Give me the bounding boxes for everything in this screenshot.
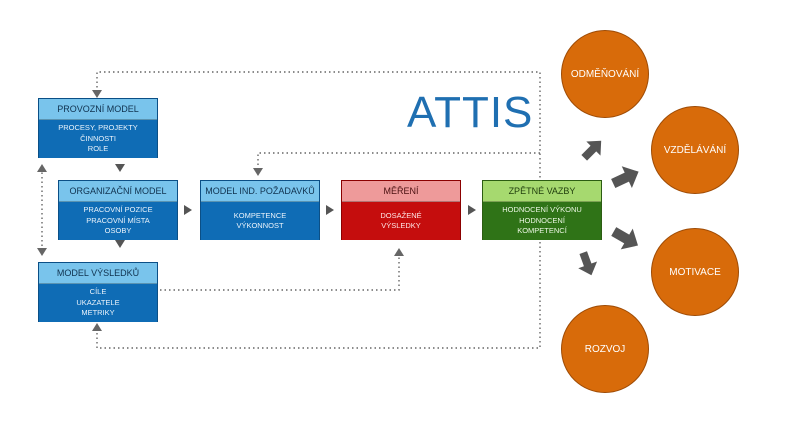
diagram-title: ATTIS — [407, 88, 534, 137]
box-line: HODNOCENÍ — [519, 215, 565, 225]
box-model-pozadavku: MODEL IND. POŽADAVKŮ KOMPETENCE VÝKONNOS… — [200, 180, 320, 240]
box-line: ROLE — [87, 144, 109, 154]
box-provozni-model: PROVOZNÍ MODEL PROCESY, PROJEKTY ČINNOST… — [38, 98, 158, 158]
box-title: MĚŘENÍ — [342, 181, 460, 202]
box-line: PRACOVNÍ MÍSTA — [86, 215, 150, 225]
box-line: ČINNOSTI — [80, 133, 116, 143]
box-line: VÝKONNOST — [236, 221, 284, 230]
box-line: DOSAŽENÉ — [380, 210, 422, 220]
arrow-down-icon — [92, 90, 102, 98]
arrow-down-icon — [115, 164, 125, 172]
box-body: KOMPETENCE VÝKONNOST — [201, 202, 319, 240]
thick-arrow-icon — [611, 166, 639, 189]
arrow-right-icon — [468, 205, 476, 215]
box-title: PROVOZNÍ MODEL — [39, 99, 157, 120]
double-arrow-icon — [37, 164, 47, 172]
box-line: PROCESY, PROJEKTY — [58, 123, 138, 133]
box-line: KOMPETENCÍ — [517, 226, 567, 236]
arrow-down-icon — [115, 240, 125, 248]
box-body: HODNOCENÍ VÝKONU HODNOCENÍ KOMPETENCÍ — [483, 202, 601, 240]
box-body: CÍLE UKAZATELE METRIKY — [39, 284, 157, 322]
thick-arrow-icon — [578, 251, 598, 276]
box-line: PRACOVNÍ POZICE — [83, 205, 153, 215]
box-title: MODEL VÝSLEDKŮ — [39, 263, 157, 284]
box-body: PRACOVNÍ POZICE PRACOVNÍ MÍSTA OSOBY — [59, 202, 177, 240]
thick-arrow-icon — [581, 140, 602, 161]
arrow-right-icon — [184, 205, 192, 215]
box-line: METRIKY — [81, 308, 115, 318]
arrow-right-icon — [326, 205, 334, 215]
box-mereni: MĚŘENÍ DOSAŽENÉ VÝSLEDKY — [341, 180, 461, 240]
outcome-vzdelavani: VZDĚLÁVÁNÍ — [651, 106, 739, 194]
box-line: VÝSLEDKY — [381, 221, 421, 230]
box-body: DOSAŽENÉ VÝSLEDKY — [342, 202, 460, 240]
box-title: ZPĚTNÉ VAZBY — [483, 181, 601, 202]
box-title: ORGANIZAČNÍ MODEL — [59, 181, 177, 202]
box-line: CÍLE — [89, 287, 107, 297]
double-arrow-icon — [37, 248, 47, 256]
box-model-vysledku: MODEL VÝSLEDKŮ CÍLE UKAZATELE METRIKY — [38, 262, 158, 322]
outcome-motivace: MOTIVACE — [651, 228, 739, 316]
outcome-odmenovani: ODMĚŇOVÁNÍ — [561, 30, 649, 118]
feedback-loop-top — [96, 71, 541, 182]
box-title: MODEL IND. POŽADAVKŮ — [201, 181, 319, 202]
box-line: KOMPETENCE — [233, 210, 287, 220]
box-line: OSOBY — [104, 226, 132, 236]
measure-link — [160, 256, 400, 291]
outcome-rozvoj: ROZVOJ — [561, 305, 649, 393]
feedback-loop-bottom — [96, 242, 541, 349]
feedback-loop-middle — [257, 152, 540, 170]
arrow-up-icon — [394, 248, 404, 256]
box-organizacni-model: ORGANIZAČNÍ MODEL PRACOVNÍ POZICE PRACOV… — [58, 180, 178, 240]
box-body: PROCESY, PROJEKTY ČINNOSTI ROLE — [39, 120, 157, 158]
thick-arrow-icon — [611, 227, 638, 250]
box-line: UKAZATELE — [76, 297, 120, 307]
arrow-down-icon — [253, 168, 263, 176]
box-line: HODNOCENÍ VÝKONU — [502, 205, 582, 215]
box-zpetne-vazby: ZPĚTNÉ VAZBY HODNOCENÍ VÝKONU HODNOCENÍ … — [482, 180, 602, 240]
arrow-up-icon — [92, 323, 102, 331]
